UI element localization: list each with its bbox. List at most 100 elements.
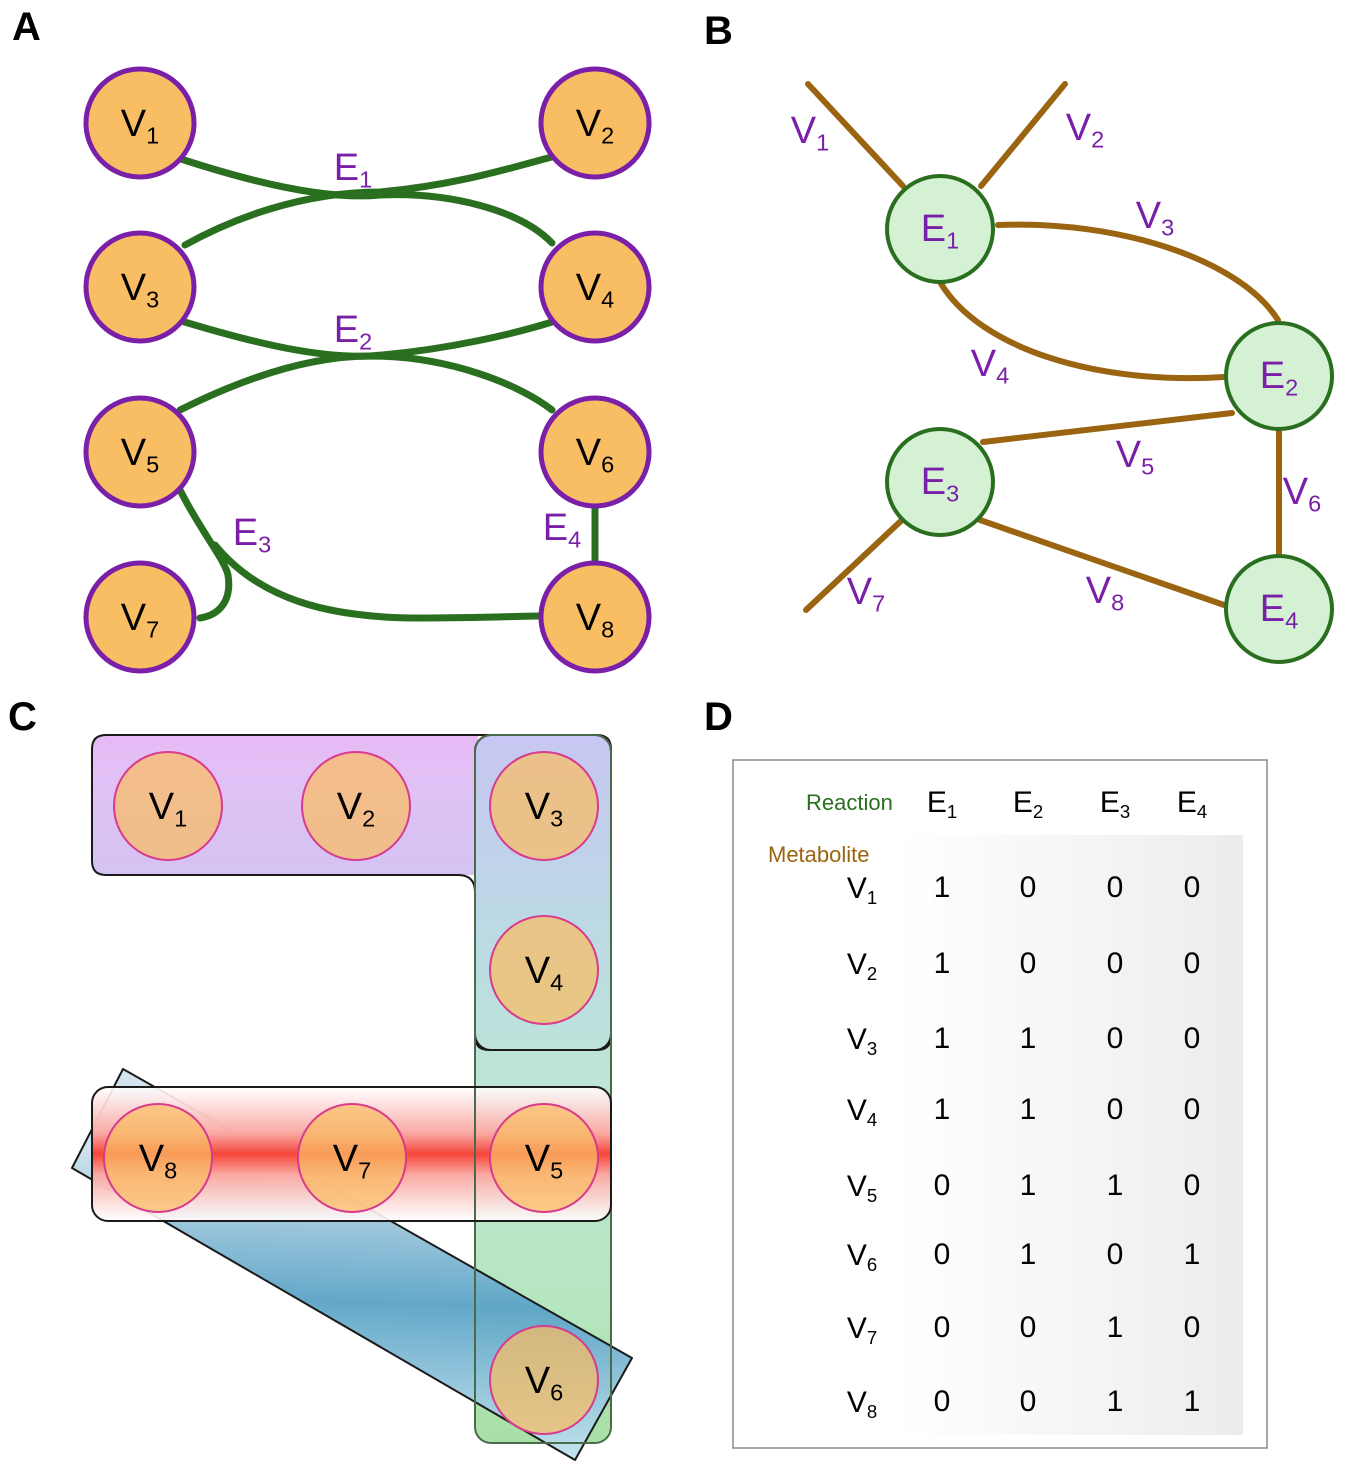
matrix-cell: 0 (1184, 1022, 1201, 1055)
reaction-header: Reaction (806, 790, 893, 815)
reaction-node-e3 (885, 427, 995, 537)
vertex-node-v8 (103, 1103, 213, 1213)
vertex-label-v7-base: V (121, 597, 147, 639)
metabolite-label-v6-subscript: 6 (1308, 491, 1321, 517)
metabolite-v7-line (803, 517, 905, 613)
matrix-cell: 1 (934, 947, 951, 980)
metabolite-lines (803, 81, 1282, 613)
metabolite-label-v8-subscript: 8 (1111, 590, 1124, 616)
edge-label-e4-subscript: 4 (568, 527, 581, 553)
matrix-column-e1: E1 (927, 786, 957, 822)
matrix-cell: 0 (1107, 871, 1124, 904)
vertex-node-v4 (538, 230, 652, 344)
matrix-row-v7-subscript: 7 (867, 1327, 877, 1348)
vertex-label-v4: V4 (525, 950, 563, 996)
vertex-label-v5: V5 (121, 432, 159, 478)
reaction-label-e2-base: E (1260, 355, 1285, 397)
edge-label-e3: E3 (233, 512, 271, 558)
matrix-cell: 0 (1107, 1022, 1124, 1055)
matrix-row-v6: V6 (847, 1239, 877, 1275)
vertex-label-v2-base: V (576, 103, 602, 145)
matrix-cell: 0 (934, 1311, 951, 1344)
matrix-column-e4-subscript: 4 (1197, 801, 1207, 822)
vertex-label-v6-subscript: 6 (601, 452, 614, 478)
vertex-label-v4-subscript: 4 (550, 970, 563, 996)
reaction-label-e1-base: E (921, 208, 946, 250)
matrix-cell: 0 (1184, 871, 1201, 904)
vertex-label-v3: V3 (121, 267, 159, 313)
vertex-label-v8: V8 (139, 1138, 177, 1184)
vertex-label-v1-base: V (121, 103, 147, 145)
matrix-cell: 0 (1020, 1311, 1037, 1344)
matrix-cell: 1 (934, 871, 951, 904)
edge-label-e1: E1 (334, 147, 372, 193)
vertex-label-v4-subscript: 4 (601, 287, 614, 313)
reaction-node-e2 (1224, 321, 1334, 431)
vertex-node-v6 (489, 1325, 599, 1435)
vertex-node-v7 (297, 1103, 407, 1213)
edge-label-e2-subscript: 2 (359, 329, 372, 355)
edge-label-e1-subscript: 1 (359, 167, 372, 193)
vertex-label-v8-base: V (139, 1138, 165, 1180)
metabolite-label-v2: V2 (1066, 107, 1104, 153)
matrix-cell: 0 (1107, 947, 1124, 980)
vertex-label-v1-base: V (149, 786, 175, 828)
vertex-node-v2 (538, 66, 652, 180)
panel-letter-d: D (704, 695, 733, 739)
matrix-row-v2: V2 (847, 948, 877, 984)
matrix-column-e4-base: E (1177, 786, 1197, 819)
vertex-label-v1: V1 (149, 786, 187, 832)
reaction-label-e3-subscript: 3 (946, 481, 959, 507)
matrix-cell: 0 (934, 1169, 951, 1202)
edge-label-e4-base: E (543, 507, 568, 549)
vertex-node-v2 (301, 751, 411, 861)
panel-letter-a: A (12, 5, 41, 49)
metabolite-label-v7: V7 (847, 571, 885, 617)
edge-label-e1-base: E (334, 147, 359, 189)
hyperedge-e3-line-b (211, 541, 544, 622)
vertex-node-v1 (83, 66, 197, 180)
panel-letter-c: C (8, 695, 37, 739)
vertex-label-v6: V6 (525, 1360, 563, 1406)
metabolite-label-v1-base: V (791, 110, 817, 152)
matrix-cell: 1 (1184, 1238, 1201, 1271)
matrix-cell: 0 (1020, 871, 1037, 904)
matrix-cell: 1 (1107, 1169, 1124, 1202)
vertex-label-v3-base: V (121, 267, 147, 309)
matrix-column-e2-subscript: 2 (1033, 801, 1043, 822)
hyperedge-e1-line-b (181, 153, 556, 249)
vertex-node-v6 (538, 395, 652, 509)
matrix-row-v1-base: V (847, 872, 867, 905)
vertex-label-v2-subscript: 2 (362, 806, 375, 832)
vertex-label-v5-base: V (525, 1138, 551, 1180)
matrix-row-v2-base: V (847, 948, 867, 981)
matrix-column-e1-subscript: 1 (947, 801, 957, 822)
metabolite-label-v4: V4 (971, 343, 1009, 389)
vertex-label-v2: V2 (576, 103, 614, 149)
metabolite-v5-line (980, 410, 1235, 445)
matrix-row-v7: V7 (847, 1312, 877, 1348)
metabolite-label-v3-subscript: 3 (1161, 215, 1174, 241)
matrix-cell: 1 (934, 1093, 951, 1126)
edge-label-e3-base: E (233, 512, 258, 554)
matrix-cell: 0 (1184, 1093, 1201, 1126)
hyperedge-e3-outline (91, 1086, 612, 1222)
reaction-node-e4 (1224, 554, 1334, 664)
vertex-label-v7: V7 (333, 1138, 371, 1184)
metabolite-label-v5: V5 (1116, 434, 1154, 480)
edge-label-e4: E4 (543, 507, 581, 553)
vertex-node-v5 (489, 1103, 599, 1213)
edge-label-e2: E2 (334, 309, 372, 355)
matrix-row-v4: V4 (847, 1094, 877, 1130)
vertex-node-v3 (489, 751, 599, 861)
vertex-label-v2-subscript: 2 (601, 123, 614, 149)
